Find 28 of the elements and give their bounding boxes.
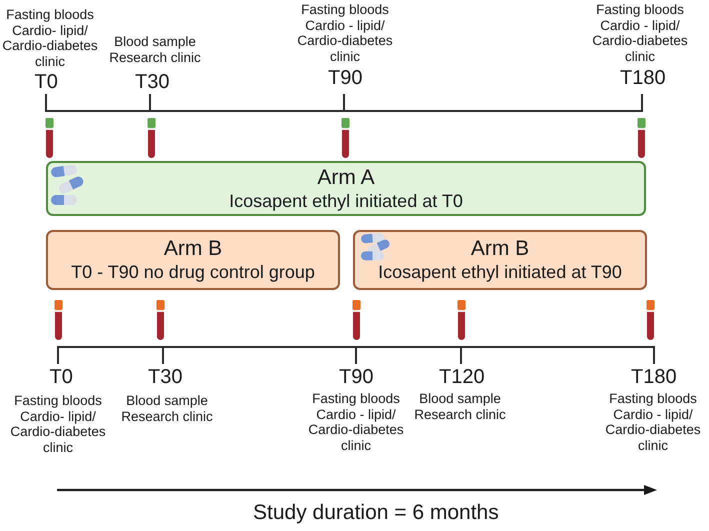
time-point-label: T30 <box>135 70 170 94</box>
time-point-label: T180 <box>620 66 666 90</box>
arm-box <box>46 161 646 216</box>
visit-description: Fasting bloods Cardio - lipid/ Cardio-diabetes clinic <box>604 391 702 453</box>
visit-description: Blood sample Research clinic <box>120 393 214 424</box>
visit-description: Fasting bloods Cardio- lipid/ Cardio-diabetes clinic <box>2 7 98 69</box>
duration-label: Study duration = 6 months <box>253 500 499 525</box>
arm-title: Arm B <box>164 237 222 261</box>
time-point-label: T120 <box>439 365 485 389</box>
visit-description: Blood sample Research clinic <box>108 34 202 65</box>
time-point-label: T90 <box>328 66 362 90</box>
visit-description: Fasting bloods Cardio - lipid/ Cardio-diabetes clinic <box>592 2 688 64</box>
time-point-label: T0 <box>34 70 58 94</box>
arm-title: Arm B <box>470 237 530 261</box>
time-point-label: T180 <box>631 365 677 389</box>
visit-description: Fasting bloods Cardio - lipid/ Cardio-diabetes clinic <box>308 391 404 453</box>
arm-box <box>353 230 647 290</box>
visit-description: Blood sample Research clinic <box>414 391 506 422</box>
arm-title: Arm A <box>317 166 375 190</box>
visit-description: Fasting bloods Cardio- lipid/ Cardio-diabetes clinic <box>10 393 106 455</box>
arm-description: T0 - T90 no drug control group <box>71 261 315 283</box>
arm-description: Icosapent ethyl initiated at T90 <box>378 261 622 283</box>
time-point-label: T90 <box>339 365 374 389</box>
arm-box <box>46 230 340 290</box>
arm-description: Icosapent ethyl initiated at T0 <box>229 190 463 212</box>
time-point-label: T0 <box>50 365 73 389</box>
visit-description: Fasting bloods Cardio - lipid/ Cardio-diabetes clinic <box>296 2 394 64</box>
time-point-label: T30 <box>148 365 182 389</box>
